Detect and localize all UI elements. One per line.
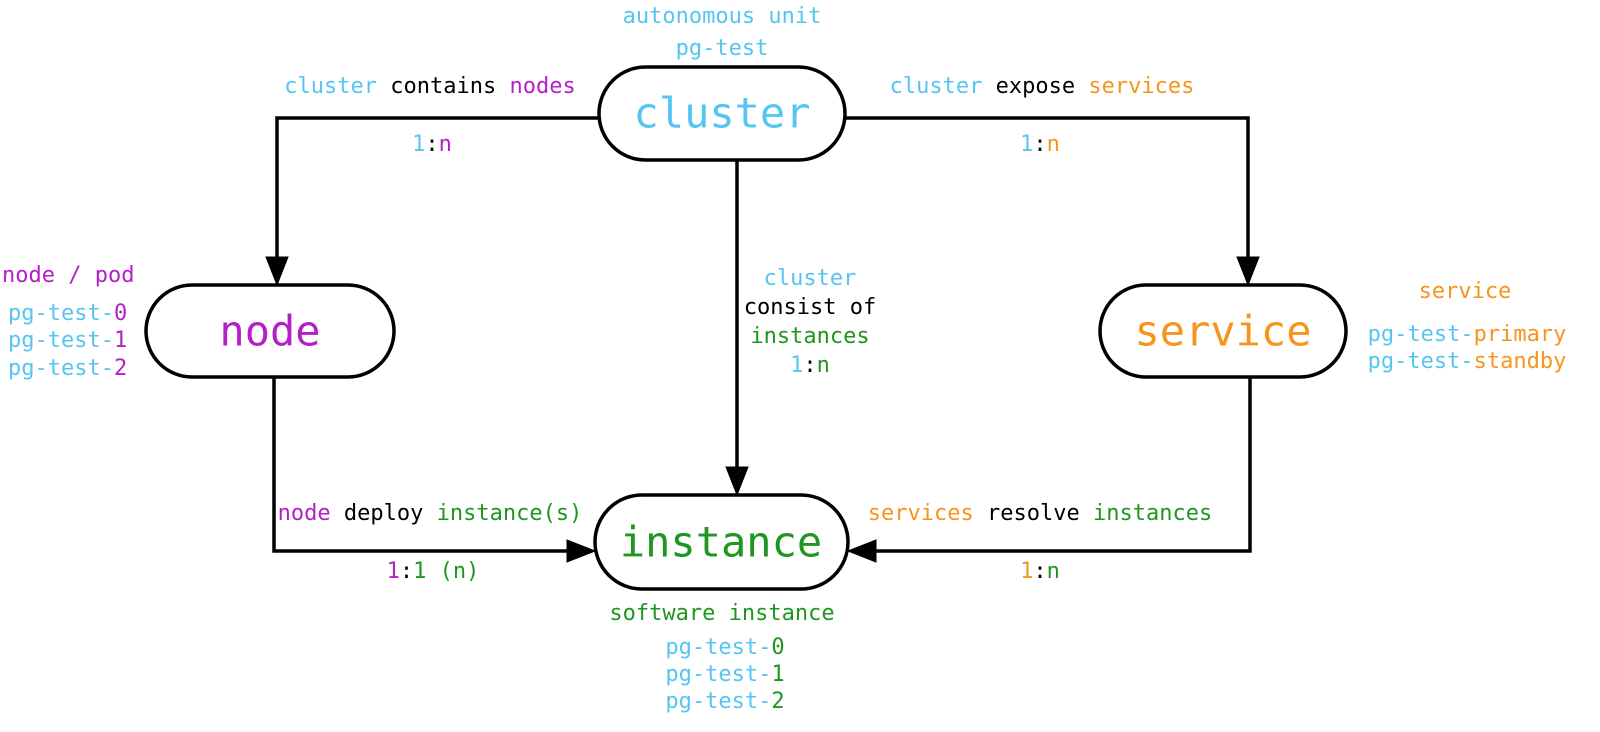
edge-services-instances-line bbox=[872, 377, 1252, 553]
service-annotation-item: pg-test-standby bbox=[1367, 349, 1567, 374]
cluster-shape bbox=[597, 65, 847, 162]
edge-label-node-deploy-instances: node deploy instance(s) bbox=[277, 501, 583, 526]
instance-annotation-item: pg-test-0 bbox=[665, 635, 785, 660]
edge-cardinality-node-instances: 1:1 (n) bbox=[386, 559, 480, 584]
node-annotation-item: pg-test-1 bbox=[8, 328, 128, 353]
edge-cardinality-cluster-instances: 1:n bbox=[790, 353, 830, 378]
arrowhead-into-instance-top bbox=[725, 466, 749, 497]
arrowhead-into-instance-left bbox=[566, 539, 597, 563]
instance-annotation-item: pg-test-2 bbox=[665, 689, 785, 714]
arrowhead-into-instance-right bbox=[846, 539, 877, 563]
edge-label-cluster-contains-nodes: cluster contains nodes bbox=[284, 74, 576, 99]
edge-node-instances-line bbox=[272, 377, 571, 553]
service-annotation-item: pg-test-primary bbox=[1367, 322, 1567, 347]
cluster-annotation-type: autonomous unit bbox=[622, 4, 822, 29]
node-shape bbox=[144, 283, 396, 379]
edge-cluster-services-line bbox=[846, 116, 1250, 262]
service-annotation-title: service bbox=[1418, 279, 1512, 304]
cluster-entity-label: cluster bbox=[633, 88, 811, 138]
edge-label-cluster-consist-line1: cluster bbox=[763, 266, 857, 291]
instance-annotation-item: pg-test-1 bbox=[665, 662, 785, 687]
edge-label-services-resolve-instances: services resolve instances bbox=[867, 501, 1213, 526]
edge-cardinality-services-instances: 1:n bbox=[1020, 559, 1060, 584]
service-entity-label: service bbox=[1134, 306, 1312, 356]
edge-cardinality-cluster-nodes: 1:n bbox=[412, 132, 452, 157]
arrowhead-into-service bbox=[1236, 256, 1260, 287]
cluster-annotation-name: pg-test bbox=[675, 36, 769, 61]
edge-label-cluster-consist-line3: instances bbox=[750, 324, 870, 349]
node-annotation-item: pg-test-2 bbox=[8, 356, 128, 381]
service-shape bbox=[1098, 283, 1348, 379]
instance-annotation-title: software instance bbox=[609, 601, 835, 626]
edge-cluster-nodes-line bbox=[275, 116, 598, 262]
edge-label-cluster-expose-services: cluster expose services bbox=[889, 74, 1195, 99]
node-annotation-item: pg-test-0 bbox=[8, 301, 128, 326]
node-annotation-title: node / pod bbox=[2, 263, 135, 288]
edge-label-cluster-consist-line2: consist of bbox=[743, 295, 877, 320]
node-entity-label: node bbox=[219, 306, 321, 356]
instance-shape bbox=[593, 493, 850, 591]
edge-cardinality-cluster-services: 1:n bbox=[1020, 132, 1060, 157]
instance-entity-label: instance bbox=[619, 517, 823, 567]
arrowhead-into-node bbox=[265, 256, 289, 287]
